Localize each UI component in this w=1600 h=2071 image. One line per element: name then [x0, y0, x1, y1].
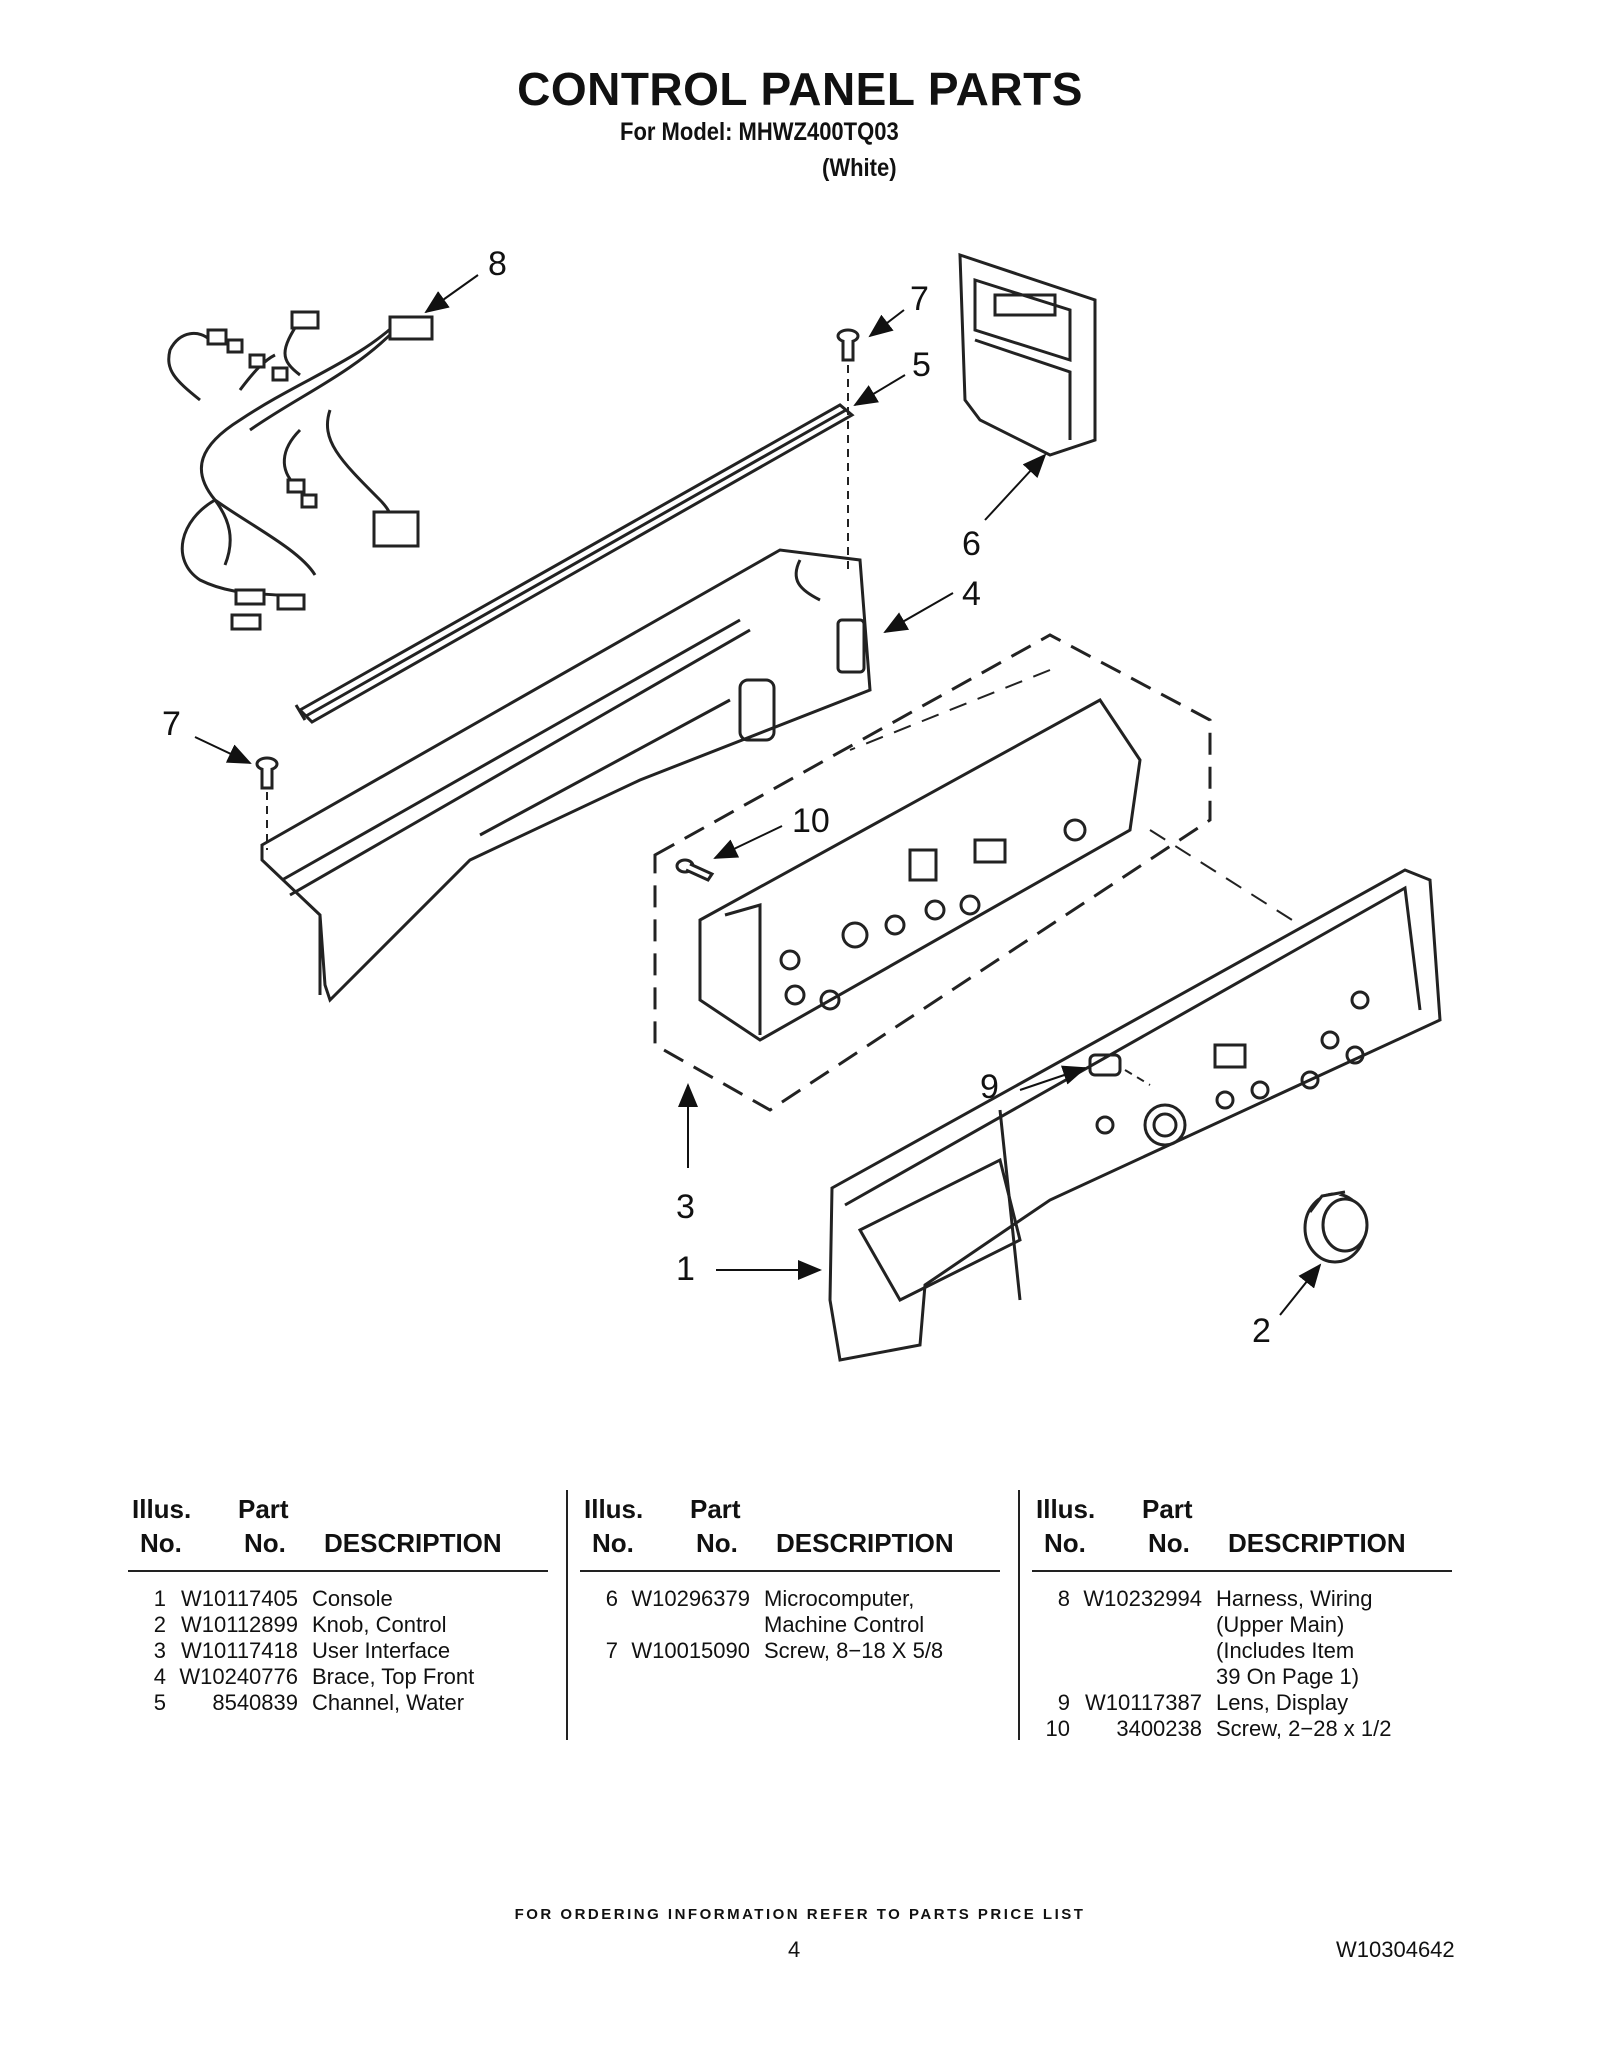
- callout-10: 10: [792, 802, 830, 840]
- column-divider: [1018, 1490, 1020, 1740]
- callout-4: 4: [962, 575, 981, 613]
- microcomputer-drawing: [958, 252, 1097, 457]
- callout-2: 2: [1252, 1312, 1271, 1350]
- callout-3: 3: [676, 1188, 695, 1226]
- callout-5: 5: [912, 346, 931, 384]
- header-illus-no: No.: [1044, 1528, 1086, 1558]
- header-part: Part: [690, 1494, 741, 1524]
- color-line: (White): [822, 154, 897, 182]
- callout-7-top: 7: [910, 280, 929, 318]
- callout-8: 8: [488, 245, 507, 283]
- header-description: DESCRIPTION: [1228, 1528, 1406, 1558]
- table-row: Machine Control: [764, 1612, 925, 1637]
- header-illus: Illus.: [584, 1494, 644, 1524]
- header-description: DESCRIPTION: [776, 1528, 954, 1558]
- header-illus-no: No.: [140, 1528, 182, 1558]
- header-part-no: No.: [244, 1528, 286, 1558]
- callout-arrows: [194, 274, 1322, 1316]
- screw-left: [255, 756, 279, 790]
- table-row: (Includes Item: [1216, 1638, 1355, 1663]
- screw-top: [836, 328, 860, 362]
- header-illus: Illus.: [1036, 1494, 1096, 1524]
- exploded-parts-diagram: 8 7 5 6 4 7 10 9 3 1 2: [162, 245, 1442, 1362]
- page-title: CONTROL PANEL PARTS: [517, 63, 1083, 115]
- model-line: For Model: MHWZ400TQ03: [620, 118, 899, 146]
- control-knob-drawing: [1303, 1190, 1369, 1264]
- water-channel-drawing: [294, 403, 855, 724]
- table-row: (Upper Main): [1216, 1612, 1345, 1637]
- callout-7-left: 7: [162, 705, 181, 743]
- table-row: 39 On Page 1): [1216, 1664, 1360, 1689]
- wiring-harness-drawing: [167, 318, 402, 602]
- user-interface-drawing: [698, 698, 1142, 1042]
- callout-6: 6: [962, 525, 981, 563]
- callout-1: 1: [676, 1250, 695, 1288]
- screw-ui: [675, 858, 715, 882]
- page-number: 4: [788, 1937, 801, 1962]
- header-description: DESCRIPTION: [324, 1528, 502, 1558]
- console-drawing: [828, 868, 1442, 1362]
- header-illus-no: No.: [592, 1528, 634, 1558]
- user-interface-dashed-outline: [653, 633, 1212, 1112]
- table-header: Illus. No. Part No. DESCRIPTION: [580, 1490, 1000, 1572]
- header-part-no: No.: [1148, 1528, 1190, 1558]
- header-part-no: No.: [696, 1528, 738, 1558]
- ordering-note: FOR ORDERING INFORMATION REFER TO PARTS …: [514, 1906, 1086, 1923]
- callout-9: 9: [980, 1068, 999, 1106]
- column-divider: [566, 1490, 568, 1740]
- harness-connectors: [206, 310, 434, 631]
- header-illus: Illus.: [132, 1494, 192, 1524]
- header-part: Part: [238, 1494, 289, 1524]
- table-header: Illus. No. Part No. DESCRIPTION: [128, 1490, 548, 1572]
- table-header: Illus. No. Part No. DESCRIPTION: [1032, 1490, 1452, 1572]
- header-part: Part: [1142, 1494, 1193, 1524]
- document-number: W10304642: [1336, 1937, 1455, 1962]
- brace-top-front-drawing: [260, 548, 872, 1003]
